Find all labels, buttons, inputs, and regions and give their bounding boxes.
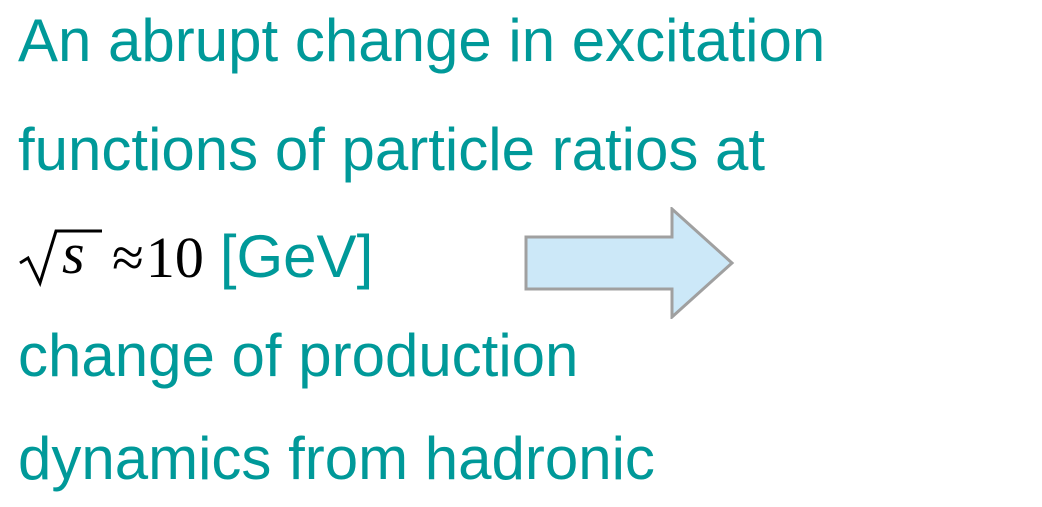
text-line-5: dynamics from hadronic	[18, 425, 655, 492]
energy-formula: s ≈10	[18, 221, 204, 291]
approx-symbol: ≈	[112, 225, 144, 290]
sqrt-symbol: s	[18, 221, 104, 287]
text-line-4: change of production	[18, 322, 579, 389]
unit-label: [GeV]	[219, 223, 374, 290]
right-arrow-icon	[524, 207, 735, 319]
formula-line: s ≈10 [GeV]	[18, 221, 374, 291]
text-line-1: An abrupt change in excitation	[18, 7, 826, 74]
sqrt-variable: s	[62, 221, 85, 286]
formula-value: 10	[145, 225, 204, 290]
text-line-2: functions of particle ratios at	[18, 116, 766, 183]
